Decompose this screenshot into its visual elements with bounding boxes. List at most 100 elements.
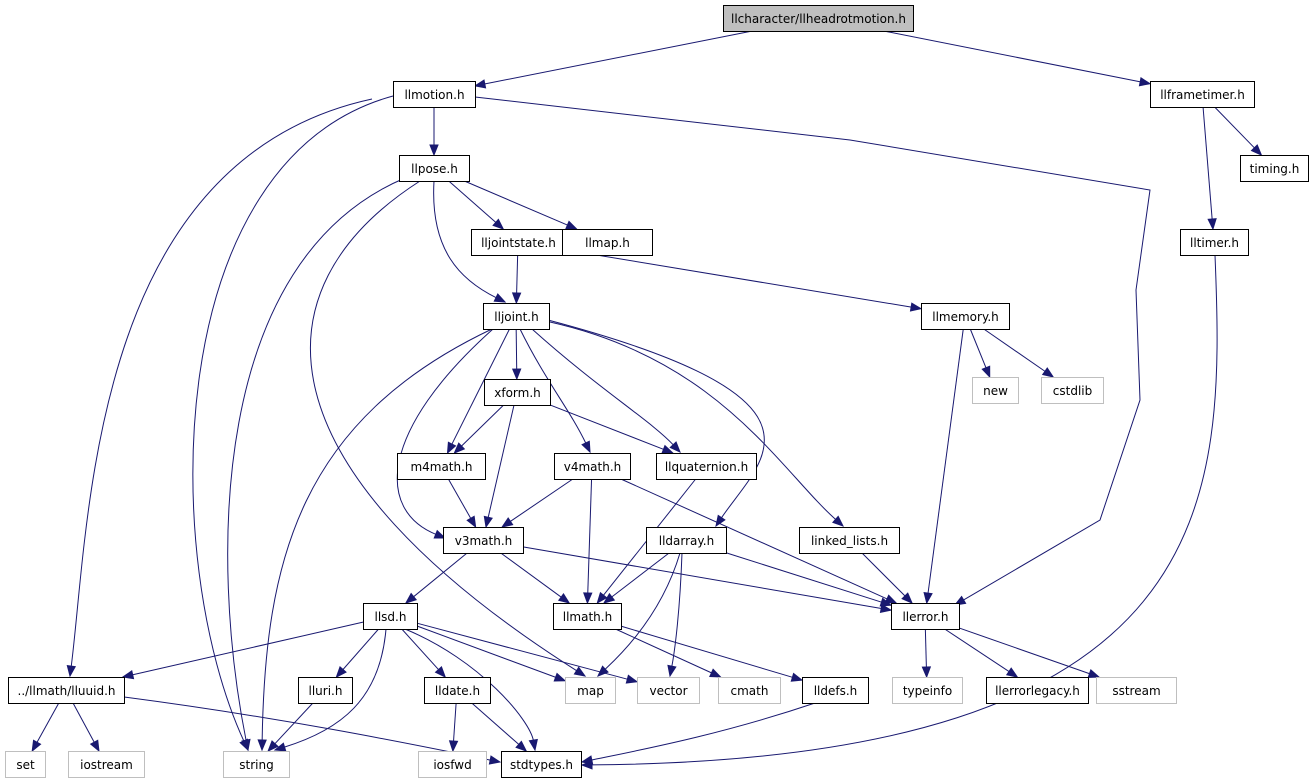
node-xform[interactable]: xform.h [484,379,551,406]
node-label-lltimer: lltimer.h [1190,236,1239,250]
edge-llpose-to-string [227,177,406,742]
node-label-string: string [239,758,273,772]
node-label-xform: xform.h [494,386,541,400]
node-box-v3math[interactable] [443,527,524,554]
node-lltimer[interactable]: lltimer.h [1180,229,1249,256]
edge-lldefs-to-stdtypes-arrowhead [580,755,594,765]
node-llmap[interactable]: llmap.h [562,229,653,256]
node-box-llmap[interactable] [562,229,653,256]
node-lldate[interactable]: lldate.h [424,677,491,704]
node-llerror[interactable]: llerror.h [891,603,960,630]
edge-xform-to-v3math-arrowhead [483,515,493,529]
edge-llmemory-to-cstdlib [983,328,1047,373]
node-v3math[interactable]: v3math.h [443,527,524,554]
node-box-cmath [718,677,781,704]
node-box-llmemory[interactable] [921,303,1010,330]
edge-v4math-to-llmath [587,478,593,595]
node-box-lluuid[interactable] [8,677,125,704]
edge-root-to-llframetimer-arrowhead [1138,77,1152,87]
edge-linked_lists-to-llerror [861,552,906,597]
node-box-root[interactable] [723,5,914,32]
node-timing[interactable]: timing.h [1240,155,1309,182]
node-lluri[interactable]: lluri.h [298,677,353,704]
edge-llmath-to-cmath [615,628,713,674]
edge-v4math-to-v3math [509,478,574,523]
node-box-llsd[interactable] [363,603,418,630]
edge-llsd-to-lluri [341,628,379,671]
node-llmath[interactable]: llmath.h [553,603,622,630]
node-box-stdtypes[interactable] [501,751,582,778]
edge-llmotion-to-lluuid-arrowhead [66,664,77,678]
node-label-m4math: m4math.h [410,460,472,474]
edge-lljoint-to-string [261,328,493,742]
edge-root-to-llframetimer [883,30,1142,83]
node-box-llerrorlegacy[interactable] [986,677,1089,704]
node-box-lltimer[interactable] [1180,229,1249,256]
edge-llmemory-to-llerror [927,328,964,595]
node-llmemory[interactable]: llmemory.h [921,303,1010,330]
edge-lljoint-to-v4math-arrowhead [581,440,591,454]
node-box-lldarray[interactable] [646,527,727,554]
node-box-v4math[interactable] [554,453,631,480]
node-linked_lists[interactable]: linked_lists.h [799,527,900,554]
edge-lldarray-to-llmath [610,552,670,598]
node-box-lljoint[interactable] [483,303,550,330]
node-label-new: new [983,384,1008,398]
edge-lldarray-to-llerror-arrowhead [879,597,893,607]
edge-llsd-to-lluri-arrowhead [335,665,347,679]
edge-lluuid-to-set-arrowhead [31,739,42,753]
edge-lldarray-to-llerror [725,552,883,603]
edge-llmath-to-lldefs-arrowhead [790,672,804,682]
node-box-llquaternion[interactable] [656,453,757,480]
node-llquaternion[interactable]: llquaternion.h [656,453,757,480]
edge-lluuid-to-iostream-arrowhead [89,739,100,753]
node-lluuid[interactable]: ../llmath/lluuid.h [8,677,125,704]
edge-lluri-to-string [273,702,314,745]
node-box-llframetimer[interactable] [1150,81,1255,108]
edge-llmemory-to-cstdlib-arrowhead [1041,367,1055,378]
node-llpose[interactable]: llpose.h [399,155,470,182]
node-box-linked_lists[interactable] [799,527,900,554]
node-root[interactable]: llcharacter/llheadrotmotion.h [723,5,914,32]
edge-lldarray-to-vector [671,552,683,668]
node-label-llmap: llmap.h [585,236,630,250]
edge-xform-to-m4math-arrowhead [453,442,466,454]
node-box-llmotion[interactable] [393,81,476,108]
node-llframetimer[interactable]: llframetimer.h [1150,81,1255,108]
node-lljointstate[interactable]: lljointstate.h [471,229,566,256]
node-stdtypes[interactable]: stdtypes.h [501,751,582,778]
edge-lljoint-to-llquaternion-arrowhead [669,441,681,453]
node-llerrorlegacy[interactable]: llerrorlegacy.h [986,677,1089,704]
node-sstream: sstream [1096,677,1177,704]
node-box-xform[interactable] [484,379,551,406]
node-lljoint[interactable]: lljoint.h [483,303,550,330]
node-llmotion[interactable]: llmotion.h [393,81,476,108]
node-box-iosfwd [418,751,487,778]
node-box-timing[interactable] [1240,155,1309,182]
node-box-llmath[interactable] [553,603,622,630]
node-box-lldate[interactable] [424,677,491,704]
node-box-llpose[interactable] [399,155,470,182]
node-v4math[interactable]: v4math.h [554,453,631,480]
node-lldarray[interactable]: lldarray.h [646,527,727,554]
node-m4math[interactable]: m4math.h [397,453,486,480]
node-label-sstream: sstream [1112,684,1160,698]
edge-v3math-to-llmath-arrowhead [557,592,571,604]
node-box-m4math[interactable] [397,453,486,480]
node-box-llerror[interactable] [891,603,960,630]
edge-llsd-to-vector [416,622,629,680]
node-box-lluri[interactable] [298,677,353,704]
node-label-map: map [577,684,604,698]
edge-llsd-to-lluuid [131,621,364,676]
node-llsd[interactable]: llsd.h [363,603,418,630]
node-lldefs[interactable]: lldefs.h [802,677,869,704]
edge-llframetimer-to-timing [1214,106,1256,149]
node-box-lldefs[interactable] [802,677,869,704]
edge-root-to-llmotion [483,30,753,85]
edge-llerror-to-typeinfo-arrowhead [921,666,932,679]
node-label-llpose: llpose.h [411,162,458,176]
edge-lluri-to-string-arrowhead [267,740,279,752]
edge-llpose-to-string-arrowhead [241,738,251,752]
node-label-iostream: iostream [80,758,133,772]
